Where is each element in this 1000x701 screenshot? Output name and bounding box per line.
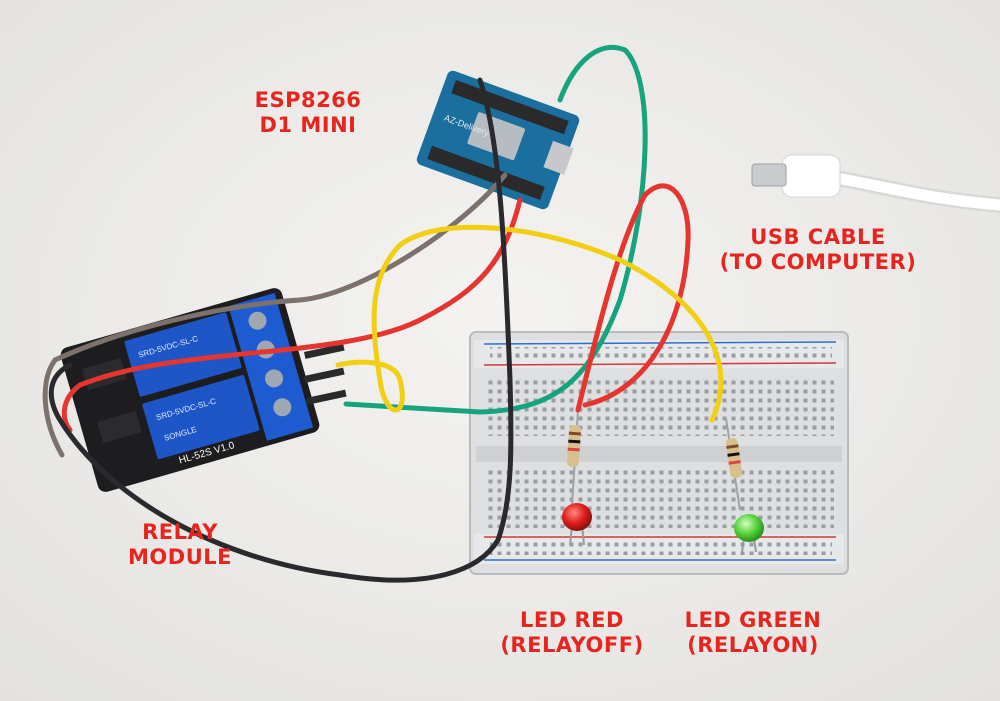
relay-module-label-line2: MODULE bbox=[128, 544, 232, 569]
led-red-label-line1: LED RED bbox=[520, 608, 624, 632]
led-green-label: LED GREEN (RELAYON) bbox=[668, 608, 838, 658]
usb-cable-label-line2: (TO COMPUTER) bbox=[719, 249, 917, 274]
brown-wire bbox=[42, 172, 508, 458]
green-wire bbox=[343, 44, 648, 415]
relay-module: SRD-5VDC-SL-C SRD-5VDC-SL-C SONGLE HL-52… bbox=[60, 288, 320, 492]
red-led bbox=[562, 503, 592, 546]
led-green-label-line1: LED GREEN bbox=[684, 608, 822, 632]
usb-cable-label-line1: USB CABLE bbox=[750, 225, 886, 249]
wires bbox=[42, 44, 724, 583]
esp8266-label: ESP8266 D1 MINI bbox=[228, 88, 388, 138]
esp8266-board: AZ-Delivery bbox=[416, 70, 580, 210]
esp8266-label-line1: ESP8266 bbox=[254, 88, 362, 112]
led-green-label-line2: (RELAYON) bbox=[687, 632, 819, 657]
yellow-wire bbox=[335, 224, 724, 423]
green-led bbox=[734, 514, 764, 553]
resistor-left bbox=[566, 409, 582, 506]
resistor-right bbox=[725, 417, 743, 511]
relay-module-label-line1: RELAY bbox=[142, 520, 218, 544]
red-wire bbox=[61, 183, 691, 433]
relay-module-label: RELAY MODULE bbox=[110, 520, 250, 570]
esp8266-label-line2: D1 MINI bbox=[259, 112, 357, 137]
led-red-label: LED RED (RELAYOFF) bbox=[492, 608, 652, 658]
led-red-label-line2: (RELAYOFF) bbox=[500, 632, 644, 657]
usb-cable-label: USB CABLE (TO COMPUTER) bbox=[703, 225, 933, 275]
breadboard bbox=[469, 331, 849, 575]
usb-cable bbox=[751, 154, 1000, 213]
black-wire bbox=[48, 77, 514, 583]
relay-header-pins bbox=[304, 343, 347, 405]
